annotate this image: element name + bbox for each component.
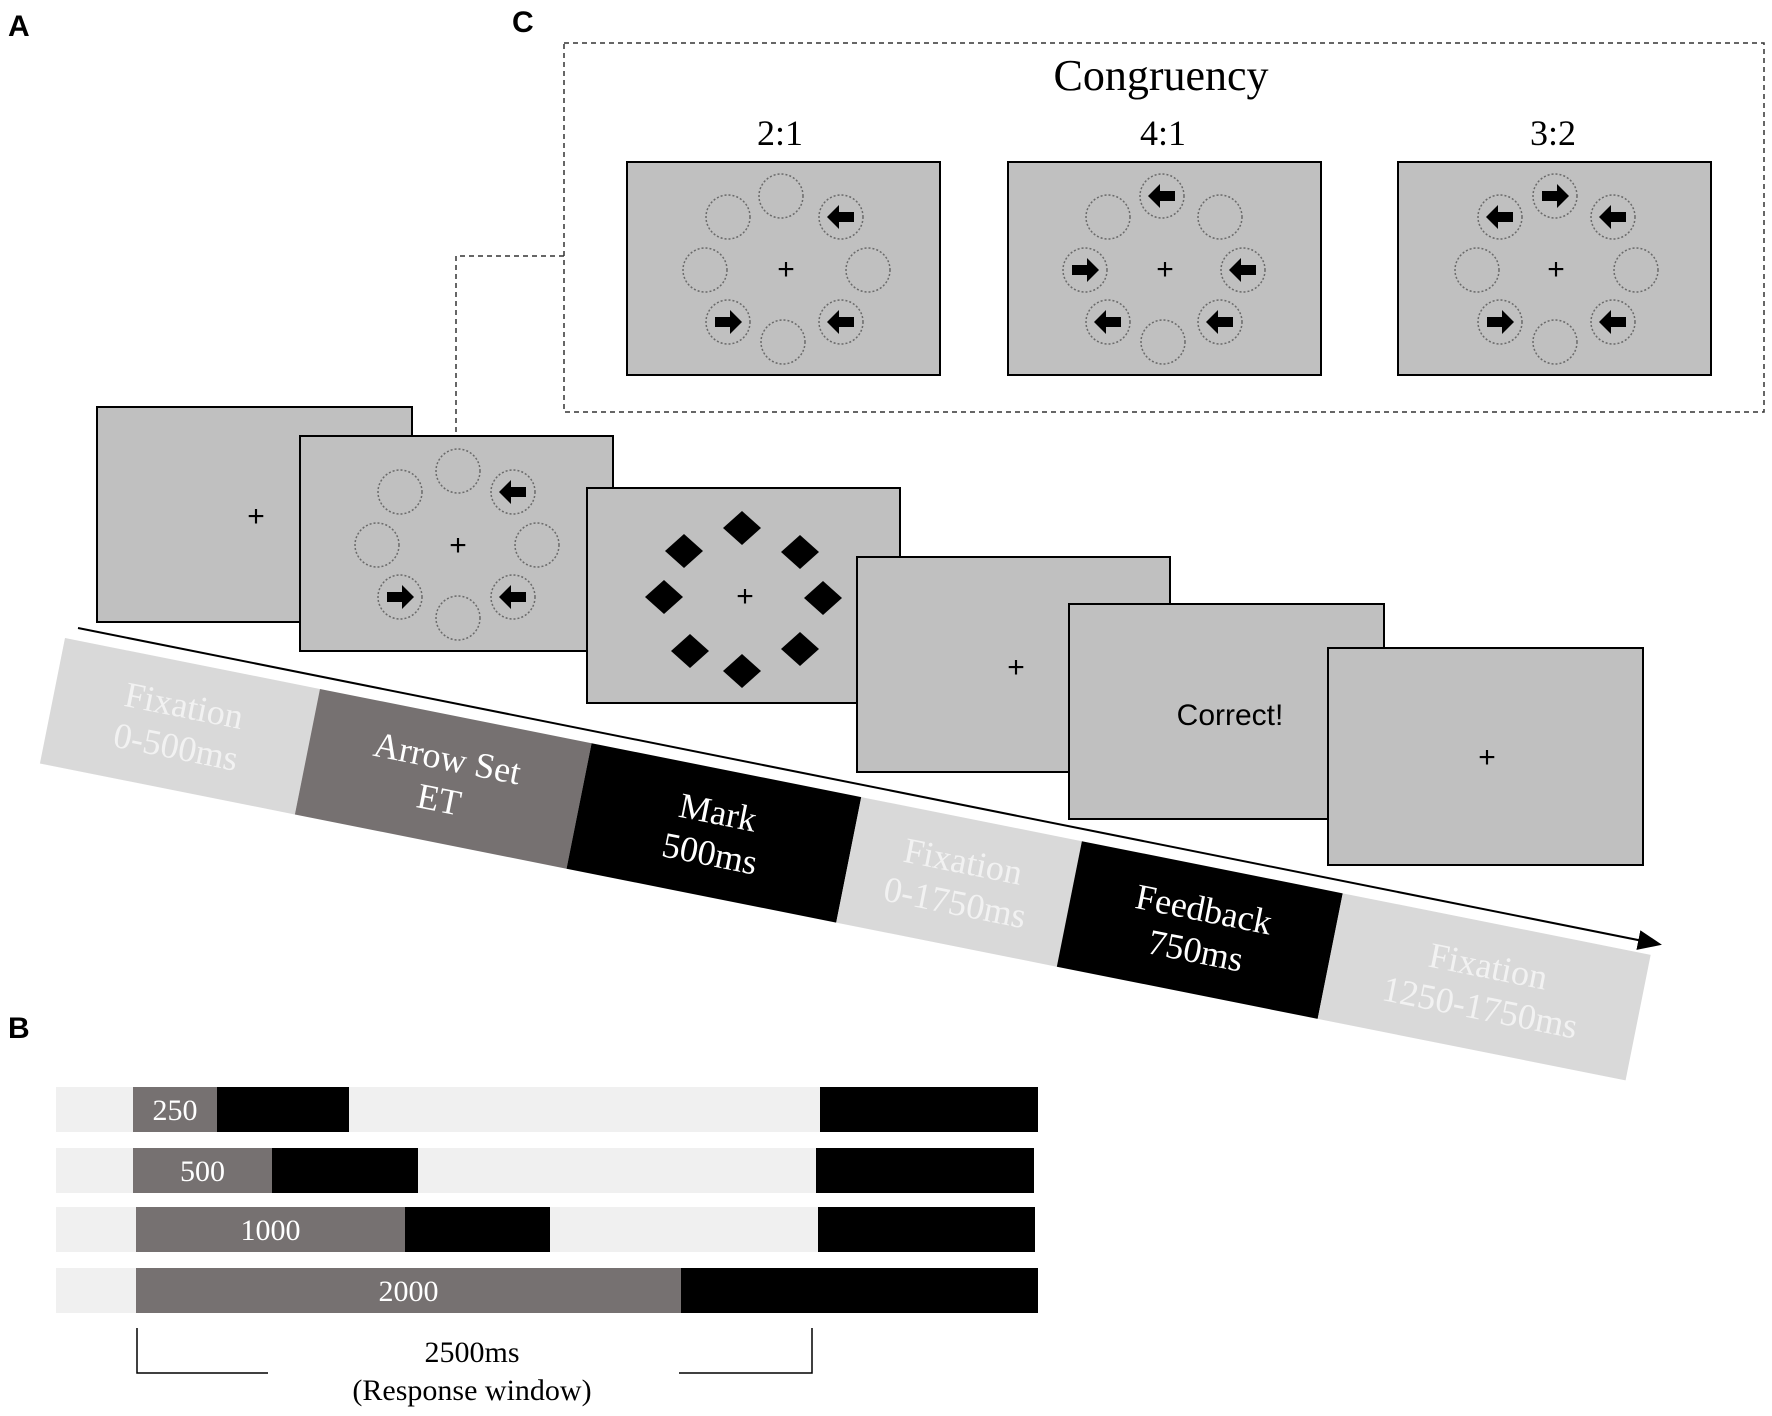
svg-text:+: + (1007, 651, 1025, 684)
ratio-label-2-1: 2:1 (757, 113, 803, 153)
congruency-screen-4-1: + (1007, 161, 1322, 376)
congruency-box (563, 42, 1765, 413)
response-window-value: 2500ms (424, 1336, 519, 1369)
duration-label: 2000 (379, 1275, 439, 1308)
duration-label: 1000 (241, 1214, 301, 1247)
duration-bars: 250 500 1000 2000 (56, 1087, 1038, 1313)
screen-mark: + (586, 487, 901, 704)
svg-text:+: + (777, 253, 795, 286)
response-window-bracket (136, 1328, 813, 1374)
svg-text:+: + (449, 529, 467, 562)
panel-label-b: B (8, 1012, 30, 1045)
duration-row: 500 (56, 1148, 1034, 1193)
congruency-screen-2-1: + (626, 161, 941, 376)
timeline-segment-duration: ET (414, 776, 465, 824)
feedback-text: Correct! (1177, 699, 1284, 732)
congruency-title: Congruency (1053, 51, 1268, 100)
panel-label-a: A (8, 10, 30, 43)
svg-text:+: + (1478, 741, 1496, 774)
duration-label: 250 (153, 1094, 198, 1127)
response-window-label: (Response window) (352, 1374, 591, 1407)
duration-label: 500 (180, 1155, 225, 1188)
svg-text:+: + (1547, 253, 1565, 286)
svg-text:+: + (736, 580, 754, 613)
ratio-label-4-1: 4:1 (1140, 113, 1186, 153)
time-arrow (77, 627, 1662, 950)
screen-fixation-3: + (1327, 647, 1644, 866)
ratio-label-3-2: 3:2 (1530, 113, 1576, 153)
screen-arrow-set: + (299, 435, 614, 652)
duration-row: 250 (56, 1087, 1038, 1132)
congruency-connector (455, 255, 564, 436)
svg-text:+: + (247, 500, 265, 533)
svg-text:+: + (1156, 253, 1174, 286)
panel-label-c: C (512, 6, 534, 39)
duration-row: 1000 (56, 1207, 1035, 1252)
duration-row: 2000 (56, 1268, 1038, 1313)
congruency-screen-3-2: + (1397, 161, 1712, 376)
